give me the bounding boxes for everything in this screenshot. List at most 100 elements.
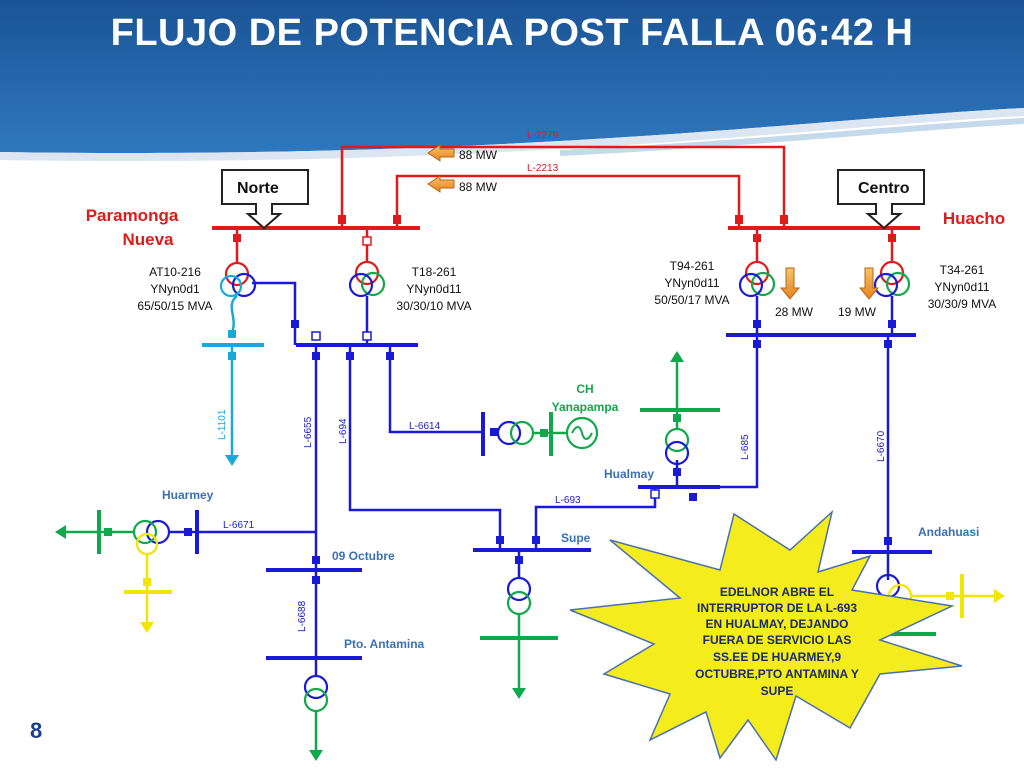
breaker-l6614-yanapampa[interactable] [490, 428, 498, 436]
line-l694[interactable] [348, 345, 502, 550]
breaker-supe-l694[interactable] [496, 536, 504, 544]
breaker-hualmay-l685[interactable] [689, 493, 697, 501]
flow-arrow-l2213 [427, 175, 455, 193]
bus-huarmey-green [97, 510, 101, 554]
substation-paramonga-2: Nueva [122, 230, 174, 249]
line-label-l2279: L-2279 [527, 130, 559, 141]
breaker-t94-66b[interactable] [753, 340, 761, 348]
breaker-09oct-in[interactable] [312, 556, 320, 564]
flow-arrow-t34 [858, 267, 880, 300]
breaker-supe-l693[interactable] [532, 536, 540, 544]
breaker-l6655[interactable] [312, 352, 320, 360]
flow-label-t94: 28 MW [775, 305, 814, 319]
line-l2213[interactable] [395, 174, 741, 228]
at10-rating: 65/50/15 MVA [137, 299, 212, 313]
breaker-t34-220[interactable] [888, 234, 896, 242]
breaker-l2213-paramonga[interactable] [393, 215, 401, 224]
breaker-t18-220-open[interactable] [362, 236, 372, 246]
link-at10-tertiary [230, 295, 238, 333]
callout-centro [837, 169, 925, 230]
bus-antamina-66 [266, 656, 362, 660]
line-l693[interactable] [534, 487, 657, 550]
bus-yanapampa-66 [481, 412, 485, 456]
line-l6614[interactable] [388, 345, 482, 434]
breaker-hualmay-tr[interactable] [673, 468, 681, 476]
line-label-l6655: L-6655 [303, 416, 314, 448]
breaker-l6614[interactable] [386, 352, 394, 360]
flow-label-l2213: 88 MW [459, 180, 498, 194]
breaker-supe-tr[interactable] [515, 556, 523, 564]
note-burst [569, 509, 963, 762]
breaker-09oct-out[interactable] [312, 576, 320, 584]
breaker-andahuasi-yellow[interactable] [946, 592, 954, 600]
breaker-t94-220[interactable] [753, 234, 761, 242]
transformer-t94[interactable] [738, 260, 776, 298]
breaker-t94-66[interactable] [753, 320, 761, 328]
breaker-l6670[interactable] [884, 340, 892, 348]
bus-hualmay-green [640, 408, 720, 412]
note-line-4: FUERA DE SERVICIO LAS [703, 633, 852, 647]
arrow-andahuasi [994, 589, 1005, 603]
line-220kv-group [235, 145, 894, 262]
breaker-at10-66[interactable] [291, 320, 299, 328]
breaker-at10-220[interactable] [233, 234, 241, 242]
substation-huarmey: Huarmey [162, 488, 214, 502]
generator-yanapampa[interactable] [565, 416, 599, 450]
note-line-6: OCTUBRE,PTO ANTAMINA Y [695, 667, 859, 681]
bus-paramonga-220 [212, 226, 420, 230]
note-line-2: INTERRUPTOR DE LA L-693 [697, 601, 857, 615]
bus-huarmey-yellow [124, 590, 172, 594]
bus-paramonga-cyan [202, 343, 264, 347]
breaker-l694[interactable] [346, 352, 354, 360]
breaker-t18-66-open[interactable] [362, 331, 372, 341]
line-label-l6614: L-6614 [409, 421, 441, 432]
bus-yanapampa-gen [549, 412, 553, 456]
arrow-hualmay [670, 351, 684, 362]
breaker-t34-66[interactable] [888, 320, 896, 328]
transformer-huarmey[interactable] [132, 519, 171, 556]
breaker-l2279-paramonga[interactable] [338, 215, 346, 224]
arrow-l1101 [225, 455, 239, 466]
transformer-t18[interactable] [348, 260, 386, 298]
line-label-l6671: L-6671 [223, 520, 255, 531]
bus-09octubre-66 [266, 568, 362, 572]
breaker-bus-tie-open[interactable] [311, 331, 321, 341]
note-line-7: SUPE [761, 684, 794, 698]
breaker-l693-hualmay-open[interactable] [650, 489, 660, 499]
transformer-at10[interactable] [219, 261, 257, 298]
breaker-l2279-huacho[interactable] [780, 215, 788, 224]
breaker-l1101-top[interactable] [228, 330, 236, 338]
breaker-hualmay-green[interactable] [673, 414, 681, 422]
bus-paramonga-66 [296, 343, 418, 347]
breaker-yanapampa-gen[interactable] [540, 429, 548, 437]
note-line-3: EN HUALMAY, DEJANDO [706, 617, 849, 631]
bus-andahuasi-green [880, 632, 936, 636]
substation-paramonga-1: Paramonga [86, 206, 179, 225]
bus-huacho-66 [726, 333, 916, 337]
transformer-antamina[interactable] [303, 674, 329, 713]
transformer-yanapampa[interactable] [496, 420, 535, 446]
line-l2279[interactable] [340, 145, 786, 228]
transformer-supe[interactable] [506, 576, 532, 616]
breaker-andahuasi[interactable] [884, 537, 892, 545]
breaker-l1101[interactable] [228, 352, 236, 360]
line-label-l694: L-694 [338, 418, 349, 444]
substation-09octubre: 09 Octubre [332, 549, 395, 563]
breaker-l2213-huacho[interactable] [735, 215, 743, 224]
bus-huacho-220 [728, 226, 920, 230]
bus-supe-66 [473, 548, 591, 552]
transformer-t34[interactable] [873, 260, 911, 298]
note-line-5: SS.EE DE HUARMEY,9 [713, 650, 841, 664]
callout-centro-label: Centro [858, 180, 910, 197]
bus-huarmey-66 [195, 510, 199, 554]
t94-group: YNyn0d11 [664, 276, 719, 290]
t34-group: YNyn0d11 [934, 280, 989, 294]
note-text: EDELNOR ABRE EL INTERRUPTOR DE LA L-693 … [695, 585, 859, 698]
transformer-hualmay[interactable] [664, 427, 690, 466]
arrow-supe [512, 688, 526, 699]
flow-label-l2279: 88 MW [459, 148, 498, 162]
line-label-l2213: L-2213 [527, 163, 559, 174]
t94-name: T94-261 [670, 259, 715, 273]
breaker-huarmey-yellow[interactable] [143, 578, 151, 586]
substation-andahuasi: Andahuasi [918, 525, 979, 539]
